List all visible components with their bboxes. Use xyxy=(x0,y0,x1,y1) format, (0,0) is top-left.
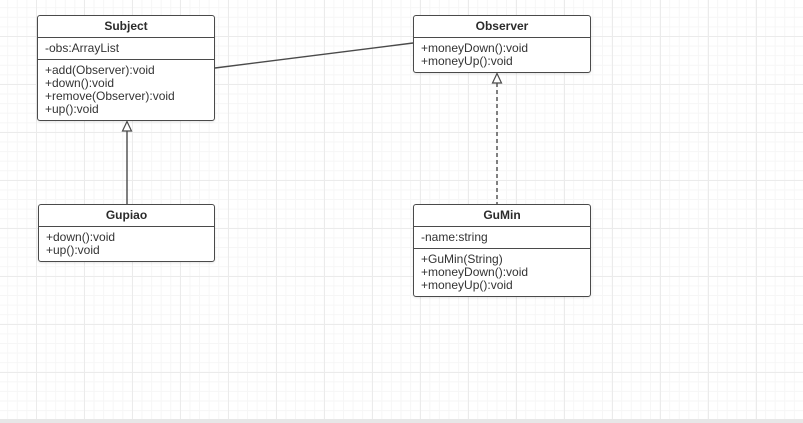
class-member: +down():void xyxy=(46,230,116,244)
class-member: +GuMin(String) xyxy=(421,252,503,266)
class-name-gumin: GuMin xyxy=(414,205,590,227)
hollow-triangle-arrowhead xyxy=(491,72,503,84)
class-member: +remove(Observer):void xyxy=(45,89,175,103)
class-member: +moneyDown():void xyxy=(421,265,529,279)
methods-section-observer: +moneyDown():void+moneyUp():void xyxy=(414,38,590,72)
class-member: +down():void xyxy=(45,76,115,90)
class-member: -name:string xyxy=(421,230,488,244)
class-member: +moneyDown():void xyxy=(421,41,529,55)
association-line xyxy=(214,42,414,69)
connector-realization-gumin-observer[interactable] xyxy=(491,72,503,205)
class-box-observer[interactable]: Observer +moneyDown():void+moneyUp():voi… xyxy=(413,15,591,73)
connector-association-subject-observer[interactable] xyxy=(214,42,414,69)
class-name-subject: Subject xyxy=(38,16,214,38)
class-member: +up():void xyxy=(45,102,99,116)
methods-section-gumin: +GuMin(String)+moneyDown():void+moneyUp(… xyxy=(414,249,590,296)
class-member: +up():void xyxy=(46,243,100,257)
class-name-observer: Observer xyxy=(414,16,590,38)
hollow-triangle-arrowhead xyxy=(121,120,133,132)
class-box-gupiao[interactable]: Gupiao +down():void+up():void xyxy=(38,204,215,262)
class-member: +moneyUp():void xyxy=(421,54,513,68)
methods-section-gupiao: +down():void+up():void xyxy=(39,227,214,261)
class-member: +moneyUp():void xyxy=(421,278,513,292)
class-member: -obs:ArrayList xyxy=(45,41,120,55)
class-box-gumin[interactable]: GuMin -name:string +GuMin(String)+moneyD… xyxy=(413,204,591,297)
class-member: +add(Observer):void xyxy=(45,63,155,77)
class-box-subject[interactable]: Subject -obs:ArrayList +add(Observer):vo… xyxy=(37,15,215,121)
attributes-section-subject: -obs:ArrayList xyxy=(38,38,214,60)
connector-generalization-gupiao-subject[interactable] xyxy=(121,120,133,205)
attributes-section-gumin: -name:string xyxy=(414,227,590,249)
canvas-bottom-edge xyxy=(0,419,803,423)
methods-section-subject: +add(Observer):void+down():void+remove(O… xyxy=(38,60,214,120)
class-name-gupiao: Gupiao xyxy=(39,205,214,227)
